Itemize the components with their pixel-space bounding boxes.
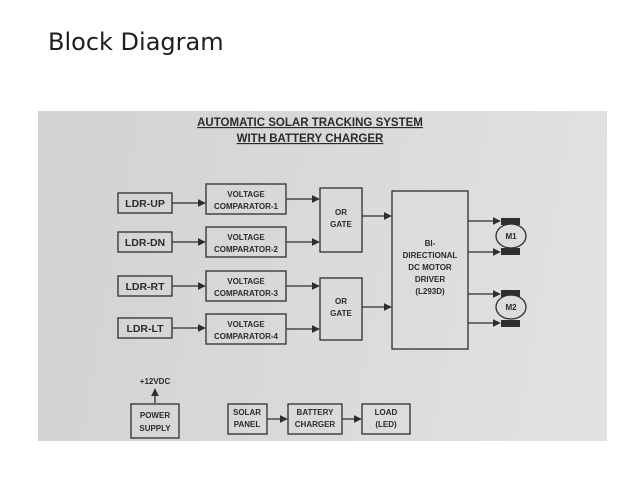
comparator-1-line1: VOLTAGE bbox=[227, 190, 265, 199]
comparator-4-line1: VOLTAGE bbox=[227, 320, 265, 329]
ldr-rt-block: LDR-RT bbox=[117, 275, 173, 297]
ldr-dn-block: LDR-DN bbox=[117, 231, 173, 253]
solar-panel-block: SOLAR PANEL bbox=[227, 403, 268, 435]
or-gate-2-block: OR GATE bbox=[319, 277, 363, 341]
driver-line5: (L293D) bbox=[415, 287, 445, 296]
ldr-up-label: LDR-UP bbox=[125, 198, 165, 210]
driver-line3: DC MOTOR bbox=[408, 263, 452, 272]
load-line1: LOAD bbox=[375, 408, 398, 417]
motor-m1-label: M1 bbox=[505, 232, 517, 241]
comparator-3-line1: VOLTAGE bbox=[227, 277, 265, 286]
comparator-3-line2: COMPARATOR-3 bbox=[214, 289, 279, 298]
comparator-1-line2: COMPARATOR-1 bbox=[214, 202, 279, 211]
diagram-title-line1: AUTOMATIC SOLAR TRACKING SYSTEM bbox=[197, 117, 423, 129]
slide-title: Block Diagram bbox=[48, 28, 224, 56]
comparator-2-line2: COMPARATOR-2 bbox=[214, 245, 279, 254]
solar-panel-line2: PANEL bbox=[234, 420, 261, 429]
power-supply-block: POWER SUPPLY bbox=[130, 403, 180, 439]
or-gate-1-block: OR GATE bbox=[319, 187, 363, 253]
motor-m2: M2 bbox=[495, 290, 527, 327]
or-gate-2-line1: OR bbox=[335, 297, 347, 306]
solar-panel-line1: SOLAR bbox=[233, 408, 261, 417]
ldr-up-block: LDR-UP bbox=[117, 192, 173, 214]
driver-line4: DRIVER bbox=[415, 275, 445, 284]
power-supply-line2: SUPPLY bbox=[139, 424, 171, 433]
load-line2: (LED) bbox=[375, 420, 397, 429]
comparator-2-line1: VOLTAGE bbox=[227, 233, 265, 242]
comparator-1-block: VOLTAGE COMPARATOR-1 bbox=[205, 183, 287, 215]
comparator-4-line2: COMPARATOR-4 bbox=[214, 332, 279, 341]
comparator-2-block: VOLTAGE COMPARATOR-2 bbox=[205, 226, 287, 258]
ldr-lt-block: LDR-LT bbox=[117, 317, 173, 339]
comparator-3-block: VOLTAGE COMPARATOR-3 bbox=[205, 270, 287, 302]
connection-arrows bbox=[151, 195, 501, 423]
supply-voltage-label: +12VDC bbox=[140, 377, 171, 386]
or-gate-1-line1: OR bbox=[335, 208, 347, 217]
battery-charger-line2: CHARGER bbox=[295, 420, 336, 429]
driver-line2: DIRECTIONAL bbox=[403, 251, 458, 260]
battery-charger-line1: BATTERY bbox=[297, 408, 335, 417]
or-gate-2-line2: GATE bbox=[330, 309, 352, 318]
diagram-title-line2: WITH BATTERY CHARGER bbox=[237, 133, 384, 145]
battery-charger-block: BATTERY CHARGER bbox=[287, 403, 343, 435]
ldr-lt-label: LDR-LT bbox=[126, 323, 164, 335]
motor-m1: M1 bbox=[495, 218, 527, 255]
motor-driver-block: BI- DIRECTIONAL DC MOTOR DRIVER (L293D) bbox=[391, 190, 469, 350]
or-gate-1-line2: GATE bbox=[330, 220, 352, 229]
driver-line1: BI- bbox=[425, 239, 436, 248]
ldr-dn-label: LDR-DN bbox=[125, 237, 165, 249]
load-block: LOAD (LED) bbox=[361, 403, 411, 435]
comparator-4-block: VOLTAGE COMPARATOR-4 bbox=[205, 313, 287, 345]
power-supply-line1: POWER bbox=[140, 411, 170, 420]
ldr-rt-label: LDR-RT bbox=[125, 281, 165, 293]
motor-m2-label: M2 bbox=[505, 303, 517, 312]
